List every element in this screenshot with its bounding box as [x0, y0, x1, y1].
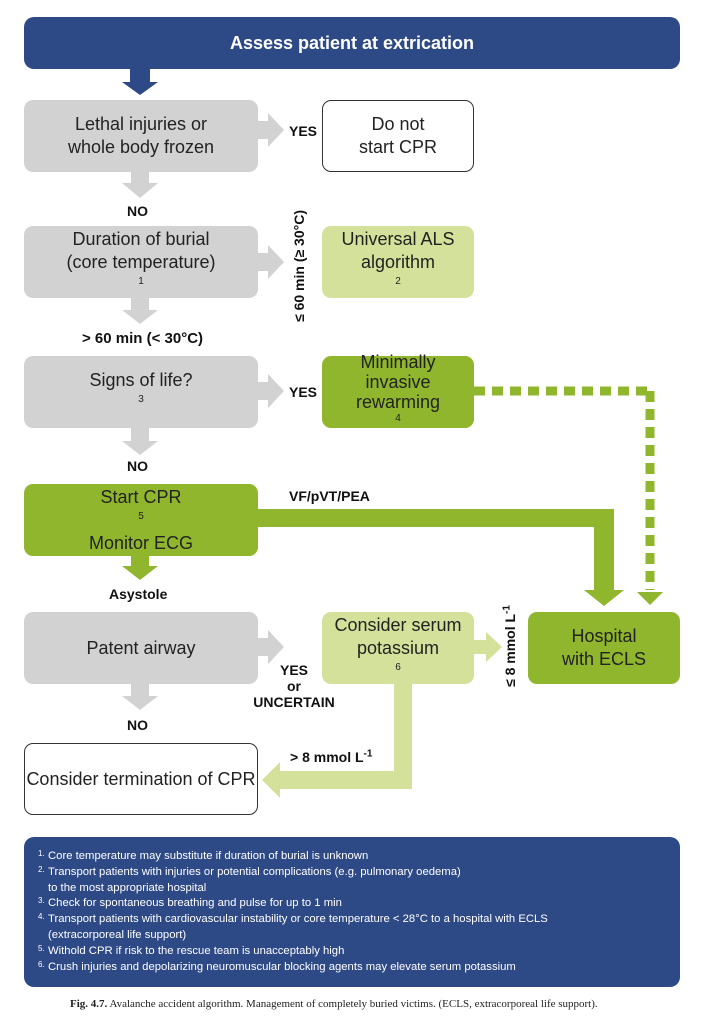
yes-unc-line3: UNCERTAIN — [253, 694, 335, 710]
footnote-3-text: Check for spontaneous breathing and puls… — [48, 897, 342, 910]
label-no-signs: NO — [127, 458, 148, 474]
footnote-5: 5.Withold CPR if risk to the rescue team… — [38, 944, 666, 960]
no-cpr-line1: Do not — [371, 114, 425, 134]
gt8-text: > 8 mmol L — [290, 749, 364, 765]
arrow-cpr-asystole — [122, 555, 158, 580]
arrow-vf-hospital — [258, 509, 624, 606]
arrow-burial-gt60 — [122, 298, 158, 324]
burial-footnote-ref: 1 — [138, 275, 144, 287]
start-cpr-footnote-ref: 5 — [138, 510, 144, 522]
hospital-line2: with ECLS — [561, 649, 647, 669]
label-yes-or-uncertain: YES or UNCERTAIN — [248, 662, 340, 710]
footnote-2-num: 2. — [38, 864, 45, 874]
footnote-4-text: Transport patients with cardiovascular i… — [48, 913, 548, 926]
le8-sup: -1 — [501, 605, 513, 614]
arrow-signs-yes — [258, 374, 284, 408]
potassium-line2: potassium — [356, 637, 440, 658]
arrow-airway-yes — [258, 630, 284, 664]
duration-of-burial-box: Duration of burial(core temperature) 1 — [24, 226, 258, 298]
figure-caption-text: Avalanche accident algorithm. Management… — [109, 998, 598, 1010]
label-le60min: ≤ 60 min (≥ 30°C) — [291, 210, 307, 322]
arrow-potassium-terminate — [262, 684, 412, 798]
airway-line1: Patent airway — [86, 637, 196, 658]
arrow-airway-no — [122, 684, 158, 710]
label-gt60min: > 60 min (< 30°C) — [82, 330, 204, 347]
footnote-5-text: Withold CPR if risk to the rescue team i… — [48, 944, 345, 957]
lethal-injuries-box: Lethal injuries or whole body frozen — [24, 100, 258, 172]
consider-termination-box: Consider termination of CPR — [24, 743, 258, 815]
als-line1: Universal ALS — [341, 228, 455, 249]
burial-line2: (core temperature) — [66, 251, 216, 272]
hospital-line1: Hospital — [571, 626, 637, 646]
rewarm-line3: rewarming — [355, 392, 441, 412]
rewarm-line2: invasive — [365, 372, 431, 392]
terminate-line1: Consider termination of CPR — [26, 768, 256, 789]
label-no-airway: NO — [127, 717, 148, 733]
rewarm-line1: Minimally — [360, 352, 436, 372]
footnote-6-text: Crush injuries and depolarizing neuromus… — [48, 960, 516, 973]
arrow-lethal-yes — [258, 113, 284, 147]
figure-caption-label: Fig. 4.7. — [70, 998, 108, 1010]
burial-line1: Duration of burial — [72, 228, 210, 249]
label-no-lethal: NO — [127, 203, 148, 219]
dashed-arrowhead — [637, 592, 663, 605]
footnote-6: 6.Crush injuries and depolarizing neurom… — [38, 960, 666, 976]
footnote-2-text: Transport patients with injuries or pote… — [48, 865, 461, 878]
assess-patient-header: Assess patient at extrication — [24, 17, 680, 69]
footnote-4-continued: (extracorporeal life support) — [48, 928, 187, 941]
no-cpr-line2: start CPR — [358, 137, 437, 157]
rewarm-footnote-ref: 4 — [395, 413, 401, 424]
footnote-2: 2.Transport patients with injuries or po… — [38, 865, 666, 881]
start-cpr-line2: Monitor ECG — [88, 532, 194, 553]
figure-caption: Fig. 4.7. Avalanche accident algorithm. … — [70, 998, 598, 1010]
arrow-potassium-hospital — [474, 632, 502, 662]
footnote-2-continued: to the most appropriate hospital — [48, 881, 207, 894]
als-footnote-ref: 2 — [395, 275, 401, 287]
als-line2: algorithm — [360, 251, 436, 272]
arrow-burial-le60 — [258, 245, 284, 279]
potassium-footnote-ref: 6 — [395, 661, 401, 673]
le8-text: ≤ 8 mmol L — [502, 613, 518, 687]
lethal-line1: Lethal injuries or — [74, 114, 208, 134]
arrow-header-down — [122, 69, 158, 95]
footnote-3-num: 3. — [38, 896, 45, 906]
signs-of-life-box: Signs of life? 3 — [24, 356, 258, 428]
arrow-signs-no — [122, 428, 158, 455]
label-asystole: Asystole — [109, 586, 168, 602]
label-gt8mmol: > 8 mmol L-1 — [290, 749, 372, 765]
hospital-with-ecls-box: Hospital with ECLS — [528, 612, 680, 684]
footnote-4-num: 4. — [38, 912, 45, 922]
gt8-sup: -1 — [363, 748, 373, 760]
footnote-1: 1.Core temperature may substitute if dur… — [38, 849, 666, 865]
yes-unc-line1: YES — [279, 662, 308, 678]
footnote-3: 3.Check for spontaneous breathing and pu… — [38, 896, 666, 912]
yes-unc-line2: or — [287, 678, 301, 694]
footnote-5-num: 5. — [38, 943, 45, 953]
arrow-lethal-no — [122, 172, 158, 198]
lethal-line2: whole body frozen — [67, 137, 215, 157]
signs-line1: Signs of life? — [89, 370, 193, 390]
footnote-1-num: 1. — [38, 849, 45, 858]
do-not-start-cpr-box: Do not start CPR — [322, 100, 474, 172]
footnote-1-text: Core temperature may substitute if durat… — [48, 850, 369, 862]
signs-footnote-ref: 3 — [138, 394, 144, 405]
footnotes-panel: 1.Core temperature may substitute if dur… — [24, 837, 680, 987]
label-vf-pvt-pea: VF/pVT/PEA — [289, 488, 370, 504]
label-yes-signs: YES — [289, 384, 318, 400]
patent-airway-box: Patent airway — [24, 612, 258, 684]
start-cpr-line1: Start CPR — [100, 486, 182, 507]
label-yes-lethal: YES — [289, 123, 318, 139]
footnote-6-num: 6. — [38, 959, 45, 969]
footnote-4: 4.Transport patients with cardiovascular… — [38, 912, 666, 928]
label-le8mmol: ≤ 8 mmol L-1 — [501, 596, 518, 696]
potassium-line1: Consider serum — [334, 614, 462, 635]
